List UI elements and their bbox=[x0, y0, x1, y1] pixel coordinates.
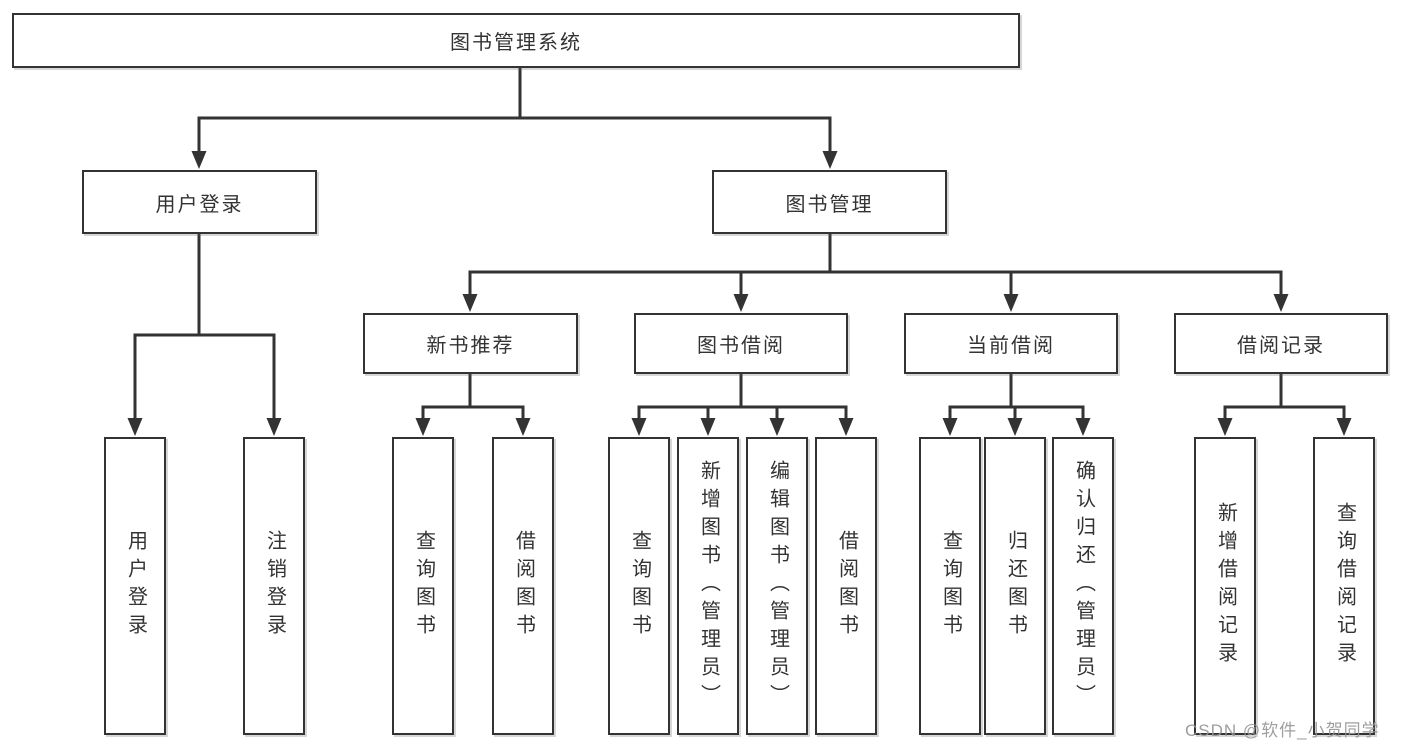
node-book-borrow: 图书借阅 bbox=[634, 313, 848, 374]
leaf-add-book-admin: 新增图书（管理员） bbox=[677, 437, 739, 735]
arrow-down-icon bbox=[1007, 418, 1023, 436]
leaf-add-borrow-record-label: 新增借阅记录 bbox=[1214, 502, 1237, 670]
arrow-down-icon bbox=[700, 418, 716, 436]
leaf-borrow-books-label: 借阅图书 bbox=[835, 530, 858, 642]
watermark: CSDN @软件_小贺同学 bbox=[1185, 721, 1380, 740]
leaf-add-borrow-record: 新增借阅记录 bbox=[1194, 437, 1256, 735]
arrow-down-icon bbox=[415, 418, 431, 436]
arrow-down-icon bbox=[191, 151, 207, 169]
connector-current-to-leaves bbox=[948, 374, 1085, 421]
leaf-edit-book-admin-label: 编辑图书（管理员） bbox=[766, 460, 789, 712]
leaf-user-login-label: 用户登录 bbox=[124, 530, 147, 642]
node-new-book-recommend-label: 新书推荐 bbox=[426, 335, 515, 357]
leaf-query-books-recommend: 查询图书 bbox=[392, 437, 454, 735]
node-user-login-label: 用户登录 bbox=[155, 193, 244, 216]
leaf-logout: 注销登录 bbox=[243, 437, 305, 735]
leaf-borrow-books: 借阅图书 bbox=[815, 437, 877, 735]
arrow-down-icon bbox=[769, 418, 785, 436]
node-new-book-recommend: 新书推荐 bbox=[363, 313, 578, 374]
node-borrow-records: 借阅记录 bbox=[1174, 313, 1388, 374]
connector-records-to-leaves bbox=[1223, 374, 1346, 421]
node-current-borrow: 当前借阅 bbox=[904, 313, 1118, 374]
node-book-management: 图书管理 bbox=[712, 170, 947, 234]
leaf-return-book-label: 归还图书 bbox=[1004, 530, 1027, 642]
arrow-down-icon bbox=[631, 418, 647, 436]
arrow-down-icon bbox=[733, 294, 749, 312]
arrow-down-icon bbox=[1336, 418, 1352, 436]
node-borrow-records-label: 借阅记录 bbox=[1237, 335, 1325, 357]
arrow-down-icon bbox=[1003, 294, 1019, 312]
arrow-down-icon bbox=[942, 418, 958, 436]
arrow-down-icon bbox=[462, 294, 478, 312]
leaf-borrow-books-recommend-label: 借阅图书 bbox=[512, 530, 535, 642]
leaf-confirm-return-admin: 确认归还（管理员） bbox=[1052, 437, 1114, 735]
node-book-management-label: 图书管理 bbox=[785, 193, 874, 216]
connector-borrow-to-leaves bbox=[637, 374, 848, 421]
leaf-query-borrow-record-label: 查询借阅记录 bbox=[1333, 502, 1356, 670]
node-library-system: 图书管理系统 bbox=[12, 13, 1020, 68]
leaf-logout-label: 注销登录 bbox=[263, 530, 286, 642]
leaf-confirm-return-admin-label: 确认归还（管理员） bbox=[1072, 460, 1095, 712]
connector-root-to-level2 bbox=[197, 67, 832, 154]
leaf-edit-book-admin: 编辑图书（管理员） bbox=[746, 437, 808, 735]
node-library-system-label: 图书管理系统 bbox=[450, 32, 582, 54]
arrow-down-icon bbox=[1217, 418, 1233, 436]
leaf-query-borrow-record: 查询借阅记录 bbox=[1313, 437, 1375, 735]
leaf-query-books-current-label: 查询图书 bbox=[939, 530, 962, 642]
arrow-down-icon bbox=[1075, 418, 1091, 436]
leaf-query-books-borrow-label: 查询图书 bbox=[628, 530, 651, 642]
leaf-user-login: 用户登录 bbox=[104, 437, 166, 735]
node-book-borrow-label: 图书借阅 bbox=[697, 335, 785, 357]
arrow-down-icon bbox=[515, 418, 531, 436]
connector-userlogin-to-leaves bbox=[133, 234, 276, 421]
leaf-query-books-borrow: 查询图书 bbox=[608, 437, 670, 735]
arrow-down-icon bbox=[822, 151, 838, 169]
leaf-return-book: 归还图书 bbox=[984, 437, 1046, 735]
connector-newbook-to-leaves bbox=[421, 374, 525, 421]
connector-bookmgmt-to-level3 bbox=[468, 234, 1283, 296]
arrow-down-icon bbox=[1273, 294, 1289, 312]
arrow-down-icon bbox=[127, 418, 143, 436]
arrow-down-icon bbox=[838, 418, 854, 436]
leaf-query-books-recommend-label: 查询图书 bbox=[412, 530, 435, 642]
leaf-add-book-admin-label: 新增图书（管理员） bbox=[697, 460, 720, 712]
leaf-borrow-books-recommend: 借阅图书 bbox=[492, 437, 554, 735]
arrow-down-icon bbox=[266, 418, 282, 436]
node-user-login: 用户登录 bbox=[82, 170, 317, 234]
node-current-borrow-label: 当前借阅 bbox=[967, 335, 1055, 357]
leaf-query-books-current: 查询图书 bbox=[919, 437, 981, 735]
